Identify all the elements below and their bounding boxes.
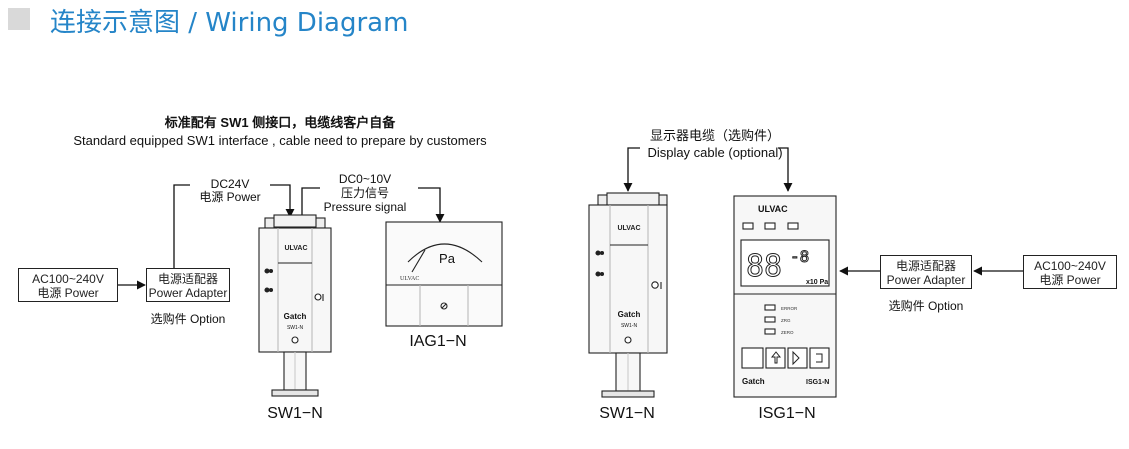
left-option-label: 选购件 Option [150, 312, 226, 326]
isg-up-icon [770, 351, 782, 364]
note-standard-en: Standard equipped SW1 interface , cable … [73, 133, 487, 148]
left-ac-power-box: AC100~240V 电源 Power [18, 268, 118, 302]
sw1-right-logo: Gatch [618, 310, 641, 319]
right-ac-power-label: 电源 Power [1039, 273, 1101, 287]
right-option-label: 选购件 Option [888, 299, 964, 313]
right-adapter-cn: 电源适配器 [895, 259, 956, 273]
display-cable-arrow-right [778, 147, 793, 192]
isg-brand: ULVAC [758, 204, 788, 214]
isg-model: ISG1-N [806, 379, 829, 386]
meter-brand: ULVAC [400, 276, 419, 282]
sw1-device-right [588, 192, 668, 398]
left-ac-power-label: 电源 Power [37, 286, 99, 300]
isg1-button-icons [770, 350, 823, 366]
page-title: 连接示意图 / Wiring Diagram [50, 8, 409, 38]
caption-isg1: ISG1−N [758, 405, 816, 422]
left-adapter-cn: 电源适配器 [157, 272, 218, 286]
signal-to-meter-arrow [418, 187, 445, 223]
right-ac-power-box: AC100~240V 电源 Power [1023, 255, 1117, 289]
signal-line-a [301, 187, 320, 217]
header-square-icon [8, 8, 30, 30]
caption-sw1-right: SW1−N [599, 405, 655, 422]
isg-logo: Gatch [742, 377, 765, 386]
sw1-right-model: SW1-N [621, 323, 638, 329]
caption-sw1-left: SW1−N [267, 405, 323, 422]
right-ac-voltage: AC100~240V [1034, 259, 1106, 273]
left-power-adapter-box: 电源适配器 Power Adapter [146, 268, 230, 302]
isg-led-error: ERROR [781, 306, 798, 311]
isg-seven-seg-icon: 88 [746, 249, 782, 284]
isg-minus-eight-icon: -8 [790, 247, 809, 266]
dc24v-label: DC24V [210, 177, 250, 191]
isg-unit: x10 Pa [806, 279, 828, 286]
sw1-left-logo: Gatch [284, 312, 307, 321]
left-adapter-en: Power Adapter [148, 286, 228, 300]
isg-enter-icon [816, 353, 823, 363]
sw1-right-brand: ULVAC [617, 225, 640, 232]
left-wires [118, 184, 445, 290]
right-wires [623, 147, 1023, 276]
isg-led-zrg: ZRG [781, 318, 791, 323]
caption-iag1: IAG1−N [409, 333, 467, 350]
left-ac-voltage: AC100~240V [32, 272, 104, 286]
iag1-meter [385, 221, 503, 327]
signal-en-label: Pressure signal [323, 200, 407, 214]
dc-power-label: 电源 Power [199, 190, 261, 204]
dc-to-sw1-arrow [270, 184, 295, 218]
right-adapter-en: Power Adapter [886, 273, 966, 287]
note-display-cable-cn: 显示器电缆（选购件） [649, 128, 780, 143]
display-cable-arrow-left [623, 147, 640, 192]
isg1-display [733, 195, 837, 398]
isg-right-icon [792, 350, 800, 366]
signal-cn-label: 压力信号 [340, 186, 389, 200]
isg-led-zero: ZERO [781, 330, 794, 335]
note-standard-cn: 标准配有 SW1 侧接口，电缆线客户自备 [164, 115, 396, 130]
note-display-cable-en: Display cable (optional) [647, 145, 783, 160]
sw1-left-model: SW1-N [287, 325, 304, 331]
header: 连接示意图 / Wiring Diagram [0, 0, 1129, 40]
sw1-left-brand: ULVAC [284, 245, 307, 252]
meter-unit: Pa [439, 251, 456, 266]
sw1-device-left [258, 214, 332, 397]
adapter-dc-line [173, 184, 190, 268]
right-power-adapter-box: 电源适配器 Power Adapter [880, 255, 972, 289]
signal-range-label: DC0~10V [338, 172, 392, 186]
